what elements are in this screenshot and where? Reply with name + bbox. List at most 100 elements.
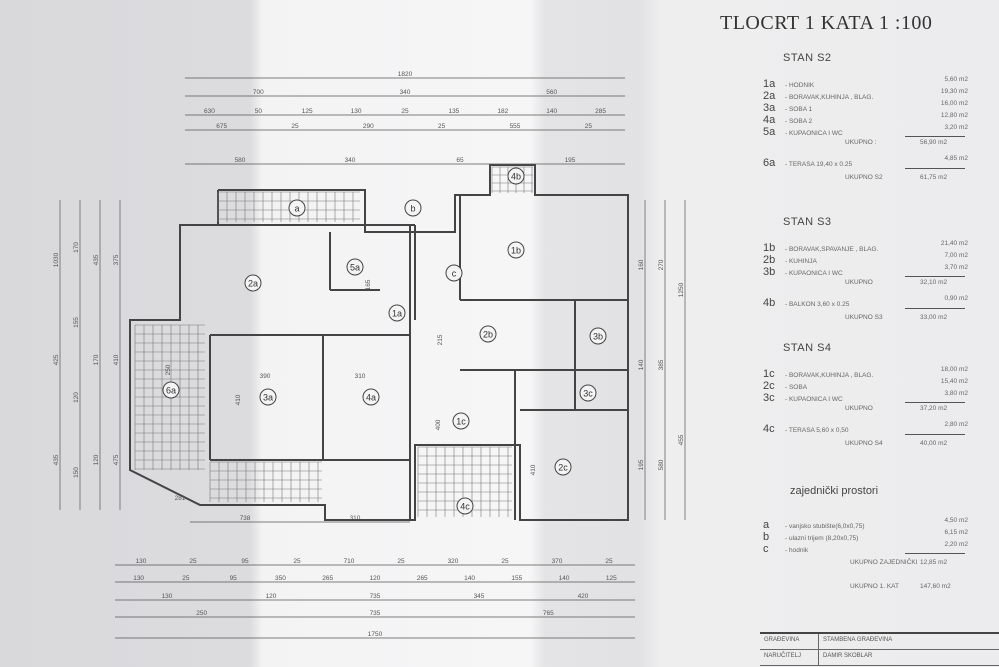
dimension-value: 125 <box>606 575 617 582</box>
room-area: 3,80 m2 <box>944 390 969 397</box>
dimension-value: 410 <box>530 464 537 475</box>
dimension-value: 165 <box>365 279 372 290</box>
dimension-value: 170 <box>93 354 100 365</box>
room-label: 6a <box>166 386 176 396</box>
room-desc: - KUPAONICA I WC <box>785 396 843 403</box>
room-marker <box>388 304 406 322</box>
room-code: 1a <box>763 78 776 90</box>
room-code: 2a <box>763 90 776 102</box>
dimension-value: 130 <box>136 558 147 565</box>
title-block-label: GRAĐEVINA <box>760 634 819 649</box>
room-code: 4b <box>763 297 776 309</box>
room-marker <box>346 258 364 276</box>
total-value: 33,00 m2 <box>920 314 948 321</box>
dimension-value: 320 <box>448 558 459 565</box>
dimension-value: 130 <box>351 108 362 115</box>
dimension-value: 95 <box>230 575 238 582</box>
dimension-value: 140 <box>464 575 475 582</box>
dimension-value: 50 <box>255 108 263 115</box>
room-desc: - SOBA 2 <box>785 118 813 125</box>
dimension-value: 390 <box>260 373 271 380</box>
total-label: UKUPNO ZAJEDNIČKI <box>850 559 918 566</box>
dimension-value: 140 <box>559 575 570 582</box>
dimension-value: 155 <box>73 317 80 328</box>
room-desc: - KUPAONICA I WC <box>785 130 843 137</box>
room-marker <box>479 325 497 343</box>
dimension-value: 410 <box>113 354 120 365</box>
dimension-value: 25 <box>293 558 301 565</box>
floor-total-label: UKUPNO 1. KAT <box>850 583 900 590</box>
sum-line <box>905 168 965 169</box>
room-desc: - TERASA 5,60 x 0,50 <box>785 427 849 434</box>
room-desc: - ulazni trijem (8,20x0,75) <box>785 535 859 542</box>
dimension-value: 25 <box>438 123 446 130</box>
room-area: 6,15 m2 <box>944 529 969 536</box>
dimension-value: 250 <box>196 610 207 617</box>
room-label: 1c <box>456 417 466 427</box>
room-area: 2,80 m2 <box>944 421 969 428</box>
sum-line <box>905 553 965 554</box>
sum-line <box>905 402 965 403</box>
dimension-value: 25 <box>397 558 405 565</box>
dimension-value: 125 <box>302 108 313 115</box>
dimension-value: 160 <box>638 259 645 270</box>
dimension-value: 25 <box>291 123 299 130</box>
room-marker <box>554 458 572 476</box>
dimension-value: 700 <box>253 89 264 96</box>
room-code: 6a <box>763 157 776 169</box>
dimension-value: 140 <box>638 359 645 370</box>
dimension-value: 130 <box>162 593 173 600</box>
room-label: 3c <box>583 389 593 399</box>
total-value: 12,85 m2 <box>920 559 948 566</box>
dimension-value: 1820 <box>398 71 413 78</box>
room-marker <box>288 199 306 217</box>
dimension-value: 400 <box>435 419 442 430</box>
room-desc: - SOBA <box>785 384 808 391</box>
dimension-value: 270 <box>658 259 665 270</box>
dimension-value: 250 <box>165 364 172 375</box>
room-label: 1b <box>511 246 521 256</box>
dimension-value: 25 <box>182 575 190 582</box>
dimension-value: 182 <box>497 108 508 115</box>
subtotal-value: 37,20 m2 <box>920 405 948 412</box>
dimension-value: 345 <box>474 593 485 600</box>
room-label: 4c <box>460 502 470 512</box>
room-label: a <box>294 204 299 214</box>
title-block-value: DAMIR SKOBLAR <box>823 653 873 659</box>
room-desc: - BORAVAK,SPAVANJE , BLAG. <box>785 246 879 253</box>
dimension-value: 120 <box>266 593 277 600</box>
dimension-value: 425 <box>53 354 60 365</box>
dimension-value: 285 <box>595 108 606 115</box>
total-value: 61,75 m2 <box>920 174 948 181</box>
stan-heading: STAN S2 <box>783 52 832 64</box>
room-marker <box>362 388 380 406</box>
room-desc: - BORAVAK,KUHINJA , BLAG. <box>785 94 874 101</box>
dimension-value: 375 <box>113 254 120 265</box>
dimension-value: 675 <box>216 123 227 130</box>
dimension-value: 310 <box>350 515 361 522</box>
dimension-value: 25 <box>585 123 593 130</box>
terrace-hatching <box>134 166 533 517</box>
dimension-value: 170 <box>73 242 80 253</box>
room-marker <box>456 497 474 515</box>
dimension-value: 350 <box>275 575 286 582</box>
dimension-value: 120 <box>73 392 80 403</box>
total-label: UKUPNO S2 <box>845 174 883 181</box>
dimension-value: 385 <box>658 359 665 370</box>
dimension-value: 25 <box>189 558 197 565</box>
dimension-value: 215 <box>437 334 444 345</box>
dimension-value: 738 <box>240 515 251 522</box>
legend-row: b- ulazni trijem (8,20x0,75)6,15 m2 <box>763 527 969 543</box>
room-desc: - BORAVAK,KUHINJA , BLAG. <box>785 372 874 379</box>
dimension-value: 435 <box>93 254 100 265</box>
room-area: 3,20 m2 <box>944 124 969 131</box>
room-area: 18,00 m2 <box>940 366 968 373</box>
